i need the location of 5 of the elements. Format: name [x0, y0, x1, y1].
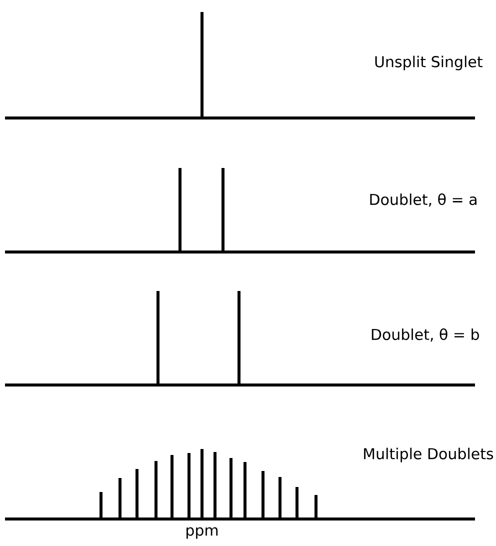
spectrum-label: ppm: [186, 527, 218, 539]
spectrum-label: Unsplit Singlet: [375, 56, 482, 70]
spectrum-label: Doublet, θ = a: [370, 193, 476, 207]
spectrum-label: Doublet, θ = b: [372, 328, 479, 342]
spectrum-label: Multiple Doublets: [364, 448, 494, 462]
